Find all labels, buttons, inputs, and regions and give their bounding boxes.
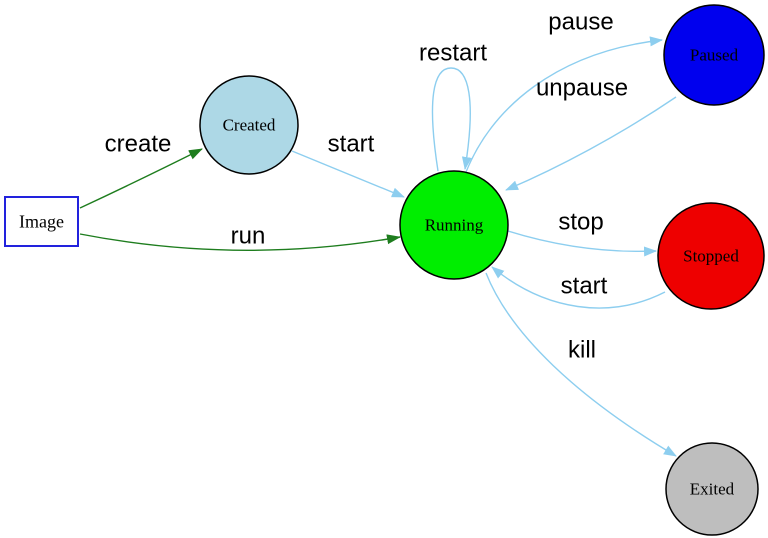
edge-pause	[465, 36, 663, 173]
edge-start-created	[291, 150, 405, 198]
node-label-running: Running	[425, 216, 484, 235]
edge-label-stop: stop	[558, 209, 603, 236]
edge-unpause	[505, 96, 677, 191]
edge-label-start-stopped: start	[561, 273, 608, 300]
edge-label-kill: kill	[568, 337, 596, 364]
node-label-created: Created	[223, 116, 276, 135]
node-label-stopped: Stopped	[683, 247, 739, 266]
edges-layer	[79, 36, 677, 457]
edge-start-stopped	[491, 266, 666, 309]
edge-label-create: create	[105, 131, 172, 158]
edge-label-unpause: unpause	[536, 75, 628, 102]
edge-create	[79, 148, 203, 209]
edge-restart	[431, 67, 472, 172]
node-created	[199, 75, 299, 175]
node-running	[399, 170, 509, 280]
node-stopped	[657, 202, 765, 310]
node-paused	[663, 4, 765, 106]
node-image	[4, 196, 79, 247]
node-label-image: Image	[19, 212, 64, 232]
node-label-paused: Paused	[690, 46, 739, 65]
edge-run	[79, 233, 401, 251]
edge-labels-layer: create run start restart pause unpause stop sta…	[105, 9, 628, 364]
edge-label-restart: restart	[419, 40, 487, 67]
node-exited	[665, 442, 759, 536]
edge-label-pause: pause	[548, 9, 613, 36]
edge-kill	[485, 272, 677, 457]
edge-label-run: run	[231, 223, 266, 250]
edge-label-start-created: start	[328, 131, 375, 158]
edge-stop	[507, 230, 657, 257]
node-label-exited: Exited	[690, 480, 735, 499]
